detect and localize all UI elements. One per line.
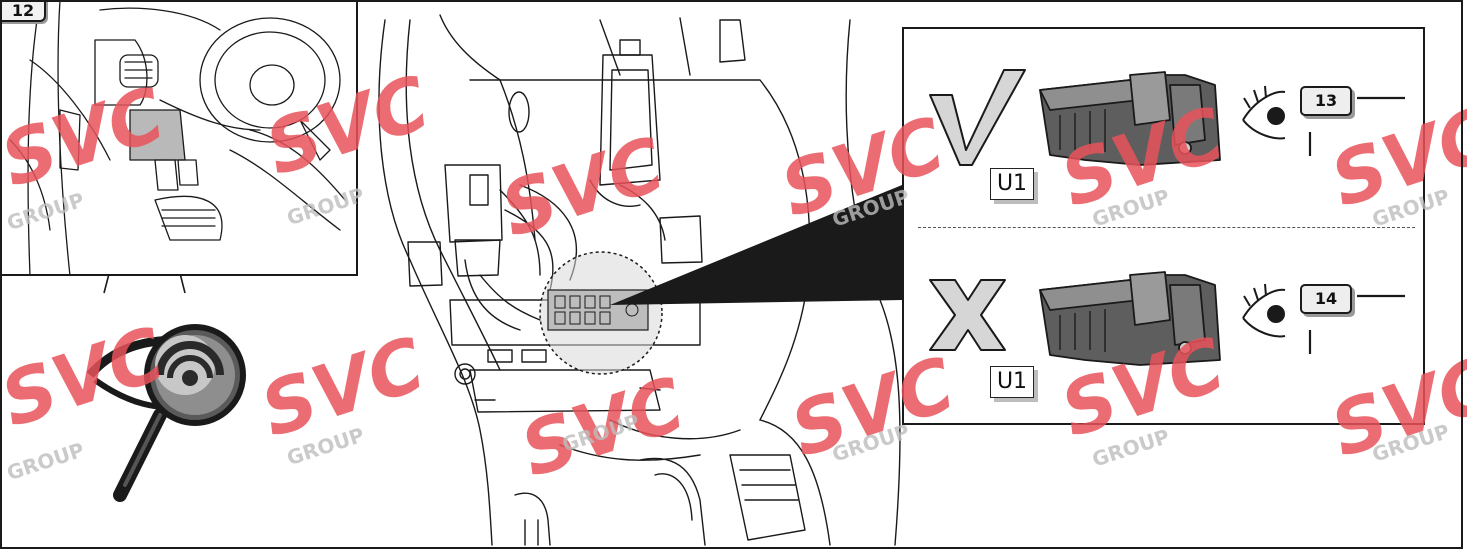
next-step-if-incorrect: 14 [1300, 284, 1352, 314]
inset-illustration [9, 0, 346, 274]
cross-icon [929, 279, 1006, 351]
dashboard-outline [378, 19, 493, 546]
connector-correct [1039, 71, 1221, 166]
reference-brackets [1308, 96, 1405, 354]
magnifier-eye-icon [86, 324, 246, 502]
connector-highlight [539, 251, 663, 375]
connector-incorrect [1039, 271, 1221, 366]
callout-pointer [610, 185, 902, 305]
connector-label-incorrect: U1 [990, 366, 1034, 398]
dashed-divider [918, 227, 1415, 228]
next-step-if-correct: 13 [1300, 86, 1352, 116]
checkmark-icon [929, 69, 1026, 166]
inset-view [0, 0, 358, 276]
pedal-left [514, 492, 551, 546]
eye-icon [1242, 283, 1286, 338]
pedal-right [639, 457, 706, 546]
connector-label-correct: U1 [990, 168, 1034, 200]
eye-icon [1242, 85, 1286, 140]
